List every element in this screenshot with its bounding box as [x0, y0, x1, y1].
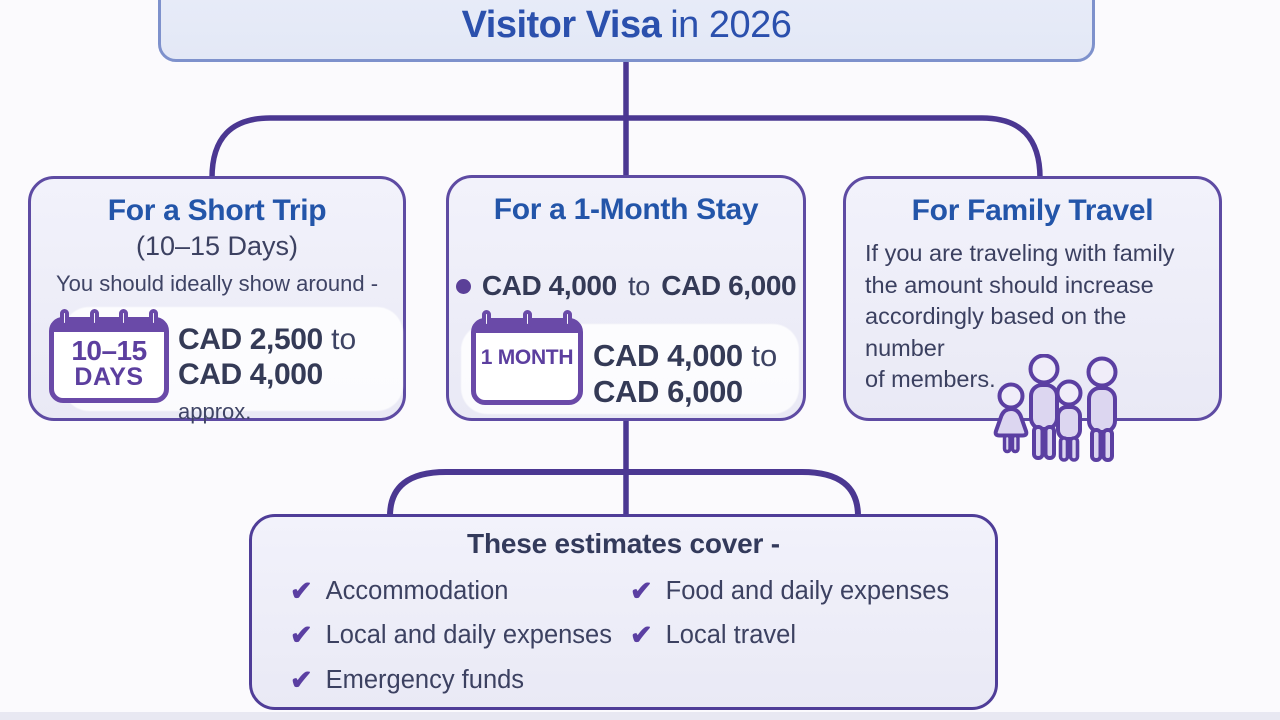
short-trip-amount-line2: CAD 4,000 approx.: [178, 357, 403, 429]
estimates-column-1: ✔ Accommodation ✔ Local and daily expens…: [290, 569, 612, 703]
calendar-days-range: 10–15: [71, 335, 147, 366]
estimate-item-label: Local and daily expenses: [325, 621, 612, 650]
bottom-edge-strip: [0, 712, 1280, 720]
month-stay-amount-from: CAD 4,000: [593, 338, 743, 373]
list-item: ✔ Food and daily expenses: [630, 569, 949, 614]
list-item: ✔ Emergency funds: [290, 658, 612, 703]
calendar-days-icon: 10–15 DAYS: [49, 309, 169, 403]
estimate-item-label: Food and daily expenses: [665, 576, 950, 605]
family-icon: [993, 354, 1118, 462]
month-bullet-from: CAD 4,000: [481, 270, 617, 301]
page-title-bold: Visitor Visa: [461, 4, 662, 46]
short-trip-box: For a Short Trip (10–15 Days) You should…: [28, 176, 406, 424]
month-stay-amount-line1: CAD 4,000 to: [593, 338, 777, 374]
calendar-ring-icon: [119, 309, 129, 327]
month-stay-to-word: to: [751, 338, 778, 373]
calendar-ring-icon: [89, 309, 99, 327]
calendar-header-band: [54, 322, 164, 336]
estimate-item-label: Local travel: [665, 621, 797, 650]
short-trip-subtitle: (10–15 Days): [135, 231, 299, 261]
family-travel-title: For Family Travel: [911, 194, 1154, 227]
family-text-line2: the amount should increase: [865, 271, 1154, 298]
month-stay-bullet-row: CAD 4,000 to CAD 6,000: [449, 270, 803, 302]
short-trip-amount-from: CAD 2,500: [178, 323, 323, 356]
checkmark-icon: ✔: [290, 664, 313, 695]
calendar-rings: [482, 310, 572, 328]
estimates-cover-box: These estimates cover - ✔ Accommodation …: [249, 514, 998, 710]
month-stay-amounts: CAD 4,000 to CAD 6,000: [593, 338, 777, 410]
calendar-days-label: 10–15 DAYS: [54, 337, 164, 390]
month-stay-title: For a 1-Month Stay: [493, 193, 759, 226]
estimates-column-2: ✔ Food and daily expenses ✔ Local travel: [630, 569, 949, 658]
calendar-ring-icon: [522, 310, 532, 328]
short-trip-title: For a Short Trip: [107, 194, 327, 227]
list-item: ✔ Accommodation: [290, 569, 612, 614]
family-travel-text: If you are traveling with family the amo…: [865, 238, 1201, 396]
short-trip-amount-line1: CAD 2,500 to: [178, 322, 403, 357]
month-bullet-to: CAD 6,000: [661, 270, 797, 301]
checkmark-icon: ✔: [630, 575, 653, 606]
short-trip-approx-word: approx.: [178, 399, 252, 424]
month-stay-amount-line2: CAD 6,000: [593, 374, 777, 410]
checkmark-icon: ✔: [290, 575, 313, 606]
list-item: ✔ Local and daily expenses: [290, 614, 612, 659]
family-text-line1: If you are traveling with family: [865, 240, 1175, 266]
list-item: ✔ Local travel: [630, 614, 949, 659]
family-travel-box: For Family Travel If you are traveling w…: [843, 176, 1222, 421]
calendar-ring-icon: [482, 310, 491, 328]
month-bullet-to-word: to: [628, 271, 650, 301]
bullet-dot-icon: [455, 278, 471, 294]
month-stay-amount-to: CAD 6,000: [593, 374, 743, 409]
page-title-rest: in 2026: [670, 4, 792, 46]
calendar-ring-icon: [60, 309, 69, 327]
checkmark-icon: ✔: [630, 620, 653, 651]
short-trip-to-word: to: [331, 323, 357, 356]
calendar-month-label: 1 MONTH: [480, 346, 574, 369]
calendar-days-word: DAYS: [74, 363, 144, 391]
family-text-line3: accordingly based on the number: [865, 303, 1127, 361]
month-stay-bullet-text: CAD 4,000 to CAD 6,000: [481, 270, 797, 302]
estimate-item-label: Accommodation: [325, 576, 509, 605]
family-text-line4: of members.: [865, 366, 996, 392]
calendar-month-icon: 1 MONTH: [471, 310, 583, 405]
short-trip-amount-to: CAD 4,000: [178, 358, 323, 391]
calendar-ring-icon: [563, 310, 572, 328]
short-trip-lead: You should ideally show around -: [55, 271, 379, 296]
checkmark-icon: ✔: [290, 620, 313, 651]
calendar-header-band: [476, 323, 578, 337]
calendar-ring-icon: [148, 309, 158, 327]
estimates-title: These estimates cover -: [467, 528, 780, 559]
month-stay-box: For a 1-Month Stay CAD 4,000 to CAD 6,00…: [446, 175, 806, 421]
estimate-item-label: Emergency funds: [325, 665, 525, 694]
calendar-rings: [60, 309, 158, 327]
short-trip-amounts: CAD 2,500 to CAD 4,000 approx.: [178, 322, 403, 429]
